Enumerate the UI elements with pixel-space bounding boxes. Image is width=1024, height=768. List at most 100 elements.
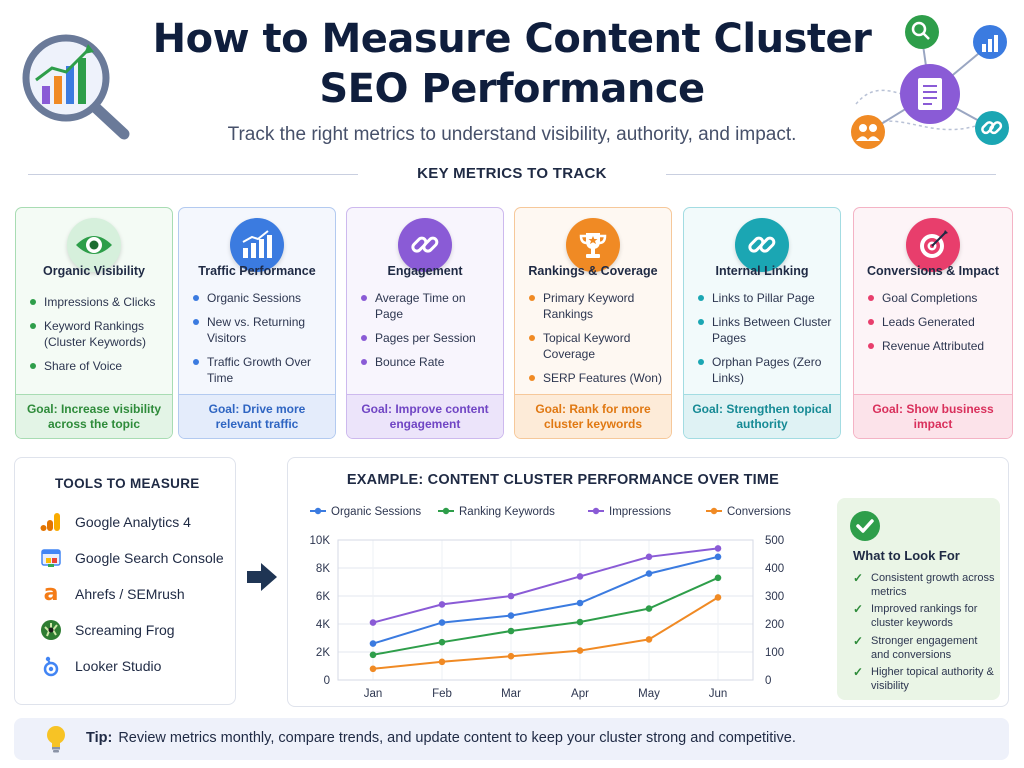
metric-card-engagement: Engagement Average Time on Page Pages pe… — [346, 207, 504, 439]
look-for-item: ✓Higher topical authority & visibility — [853, 665, 994, 692]
tool-screaming-frog[interactable]: Screaming Frog — [39, 618, 175, 642]
analytics-icon — [39, 510, 63, 534]
card-goal: Goal: Strengthen topical authority — [684, 395, 840, 438]
data-point — [645, 605, 653, 612]
tool-google-search-console[interactable]: Google Search Console — [39, 546, 224, 570]
bar-chart-icon — [230, 218, 284, 272]
card-title: Internal Linking — [715, 264, 809, 278]
legend-label: Impressions — [609, 506, 671, 518]
check-icon: ✓ — [853, 602, 864, 616]
card-goal: Goal: Rank for more cluster keywords — [515, 395, 671, 438]
data-point — [507, 627, 515, 635]
y-right-tick-label: 0 — [765, 675, 771, 687]
tip-label: Tip: — [86, 730, 113, 746]
tip-bar: Tip: Review metrics monthly, compare tren… — [14, 718, 1009, 760]
arrow-right-icon — [247, 563, 277, 591]
data-point — [507, 592, 515, 600]
data-point — [438, 638, 446, 646]
look-for-item: ✓Stronger engagement and conversions — [853, 634, 978, 661]
tool-label: Google Search Console — [75, 550, 224, 566]
card-title: Rankings & Coverage — [528, 264, 658, 278]
target-icon — [906, 218, 960, 272]
card-goal: Goal: Improve content engagement — [347, 395, 503, 438]
y-left-tick-label: 2K — [316, 647, 330, 659]
list-item: Impressions & Clicks — [30, 294, 164, 310]
link-icon — [398, 218, 452, 272]
data-point — [369, 665, 377, 673]
section-divider-left — [28, 174, 358, 175]
legend-marker — [592, 507, 600, 515]
chain-link-icon — [735, 218, 789, 272]
y-right-tick-label: 200 — [765, 619, 784, 631]
list-item: SERP Features (Won) — [529, 370, 663, 386]
chart-title: EXAMPLE: CONTENT CLUSTER PERFORMANCE OVE… — [346, 472, 780, 488]
tool-ahrefs-semrush[interactable]: a Ahrefs / SEMrush — [39, 582, 185, 606]
tip-message: Review metrics monthly, compare trends, … — [118, 730, 796, 746]
y-right-tick-label: 500 — [765, 535, 784, 547]
tool-label: Looker Studio — [75, 658, 162, 674]
metric-card-organic-visibility: Organic Visibility Impressions & Clicks … — [15, 207, 173, 439]
data-point — [576, 599, 584, 607]
data-point — [369, 619, 377, 626]
data-point — [507, 652, 515, 660]
list-item: Primary Keyword Rankings — [529, 290, 663, 322]
list-item: Pages per Session — [361, 330, 495, 346]
ahrefs-icon: a — [43, 581, 59, 606]
y-right-tick-label: 400 — [765, 563, 784, 575]
check-icon: ✓ — [853, 634, 864, 648]
look-for-title: What to Look For — [853, 548, 960, 563]
section-divider-right — [666, 174, 996, 175]
tool-label: Ahrefs / SEMrush — [75, 586, 185, 602]
card-title: Traffic Performance — [198, 264, 316, 278]
content-network-icon — [851, 15, 1009, 149]
tip-text: Tip: Review metrics monthly, compare tren… — [86, 730, 796, 746]
y-right-tick-label: 300 — [765, 591, 784, 603]
x-tick-label: Mar — [501, 688, 521, 700]
magnifier-chart-icon — [22, 34, 130, 140]
metric-list: Links to Pillar Page Links Between Clust… — [698, 290, 832, 394]
data-point — [645, 570, 653, 577]
look-for-item: ✓Consistent growth across metrics — [853, 571, 995, 598]
data-point — [438, 658, 446, 666]
y-left-tick-label: 4K — [316, 619, 330, 631]
tool-looker-studio[interactable]: Looker Studio — [39, 654, 161, 678]
list-item: Leads Generated — [868, 314, 1004, 330]
y-left-tick-label: 10K — [310, 535, 331, 547]
checkmark-icon — [850, 511, 880, 541]
card-goal: Goal: Increase visibility across the top… — [16, 395, 172, 438]
list-item: Average Time on Page — [361, 290, 495, 322]
list-item: Share of Voice — [30, 358, 164, 374]
metric-list: Organic Sessions New vs. Returning Visit… — [193, 290, 327, 394]
check-icon: ✓ — [853, 571, 864, 585]
data-point — [576, 647, 584, 654]
frog-icon — [39, 618, 63, 642]
y-left-tick-label: 8K — [316, 563, 330, 575]
x-tick-label: May — [638, 688, 660, 700]
series-line — [372, 555, 719, 645]
data-point — [438, 619, 446, 626]
list-item: Traffic Growth Over Time — [193, 354, 327, 386]
series-line — [372, 576, 719, 656]
tool-label: Screaming Frog — [75, 622, 175, 638]
page-title: How to Measure Content Cluster SEO Perfo… — [100, 14, 924, 114]
data-point — [576, 573, 584, 580]
y-left-tick-label: 0 — [324, 675, 330, 687]
list-item: Goal Completions — [868, 290, 1004, 306]
y-left-tick-label: 6K — [316, 591, 330, 603]
legend-label: Conversions — [727, 506, 791, 518]
title-line-1: How to Measure Content Cluster — [152, 16, 872, 62]
looker-icon — [39, 654, 63, 678]
eye-icon — [67, 218, 121, 272]
list-item: Links to Pillar Page — [698, 290, 832, 306]
list-item: Topical Keyword Coverage — [529, 330, 663, 362]
lightbulb-icon — [47, 726, 65, 753]
x-tick-label: Feb — [432, 688, 452, 700]
list-item: Revenue Attributed — [868, 338, 1004, 354]
series-line — [372, 547, 719, 624]
card-goal: Goal: Show business impact — [854, 395, 1012, 438]
legend-marker — [710, 507, 718, 515]
tool-google-analytics[interactable]: Google Analytics 4 — [39, 510, 191, 534]
list-item: Keyword Rankings (Cluster Keywords) — [30, 318, 164, 350]
data-point — [369, 640, 377, 647]
